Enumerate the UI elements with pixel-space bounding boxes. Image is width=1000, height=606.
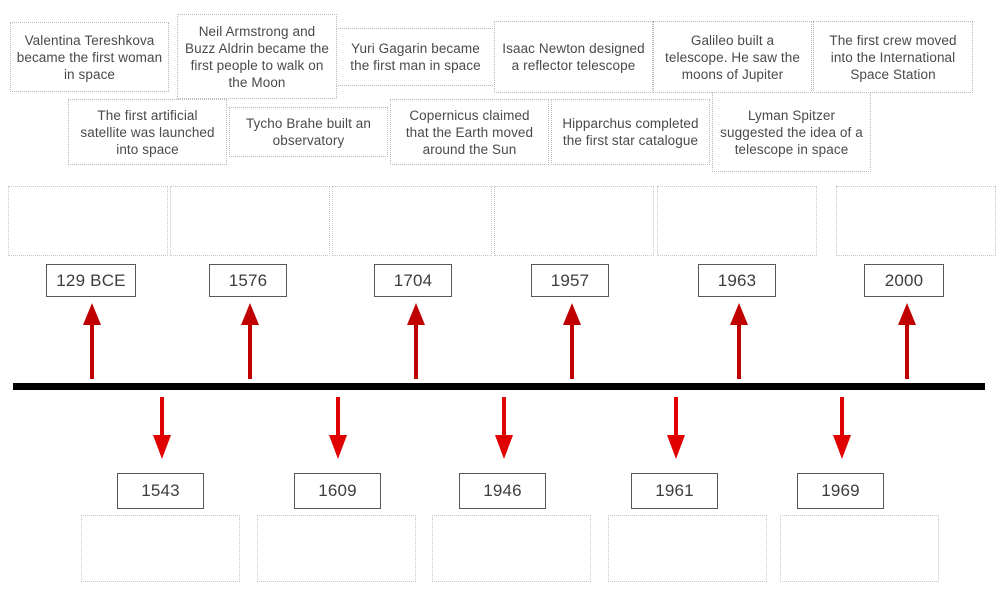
event-card[interactable]: Tycho Brahe built an observatory bbox=[229, 107, 388, 157]
drop-zone-below[interactable] bbox=[780, 515, 939, 582]
down-arrow-icon bbox=[327, 397, 349, 459]
timeline-axis bbox=[13, 383, 985, 390]
date-chip[interactable]: 1543 bbox=[117, 473, 204, 509]
event-card-text: Neil Armstrong and Buzz Aldrin became th… bbox=[184, 23, 330, 90]
event-card-text: Lyman Spitzer suggested the idea of a te… bbox=[720, 107, 863, 157]
date-chip[interactable]: 2000 bbox=[864, 264, 944, 297]
event-card-text: Hipparchus completed the first star cata… bbox=[562, 116, 699, 148]
event-card-text: The first crew moved into the Internatio… bbox=[829, 32, 957, 82]
drop-zone-below[interactable] bbox=[608, 515, 767, 582]
date-chip-label: 1946 bbox=[483, 481, 522, 500]
date-chip-label: 1704 bbox=[393, 270, 433, 290]
drop-zone-below[interactable] bbox=[81, 515, 240, 582]
date-chip[interactable]: 1957 bbox=[531, 264, 609, 297]
event-card-text: Isaac Newton designed a reflector telesc… bbox=[502, 41, 645, 73]
drop-zone-above[interactable] bbox=[170, 186, 330, 256]
date-chip[interactable]: 1969 bbox=[797, 473, 884, 509]
up-arrow-icon bbox=[561, 303, 583, 379]
drop-zone-above[interactable] bbox=[836, 186, 996, 256]
date-chip[interactable]: 1609 bbox=[294, 473, 381, 509]
date-chip[interactable]: 1576 bbox=[209, 264, 287, 297]
event-card[interactable]: The first crew moved into the Internatio… bbox=[813, 21, 973, 93]
up-arrow-icon bbox=[896, 303, 918, 379]
down-arrow-icon bbox=[493, 397, 515, 459]
date-chip-label: 1543 bbox=[141, 481, 180, 500]
date-chip-label: 1957 bbox=[550, 270, 590, 290]
event-card[interactable]: Hipparchus completed the first star cata… bbox=[551, 99, 710, 165]
down-arrow-icon bbox=[151, 397, 173, 459]
event-card-text: Valentina Tereshkova became the first wo… bbox=[16, 32, 163, 82]
event-card-text: The first artificial satellite was launc… bbox=[80, 107, 215, 157]
date-chip[interactable]: 1963 bbox=[698, 264, 776, 297]
event-card-text: Tycho Brahe built an observatory bbox=[245, 116, 372, 148]
event-card-text: Galileo built a telescope. He saw the mo… bbox=[665, 32, 800, 82]
up-arrow-icon bbox=[81, 303, 103, 379]
down-arrow-icon bbox=[831, 397, 853, 459]
date-chip[interactable]: 129 BCE bbox=[46, 264, 136, 297]
drop-zone-below[interactable] bbox=[257, 515, 416, 582]
date-chip-label: 1576 bbox=[228, 270, 268, 290]
event-card[interactable]: Copernicus claimed that the Earth moved … bbox=[390, 99, 549, 165]
date-chip-label: 2000 bbox=[884, 270, 924, 290]
drop-zone-below[interactable] bbox=[432, 515, 591, 582]
event-card-text: Copernicus claimed that the Earth moved … bbox=[405, 107, 534, 157]
event-card[interactable]: The first artificial satellite was launc… bbox=[68, 99, 227, 165]
event-card[interactable]: Yuri Gagarin became the first man in spa… bbox=[336, 28, 495, 86]
up-arrow-icon bbox=[728, 303, 750, 379]
date-chip-label: 1963 bbox=[717, 270, 757, 290]
drop-zone-above[interactable] bbox=[657, 186, 817, 256]
down-arrow-icon bbox=[665, 397, 687, 459]
date-chip-label: 129 BCE bbox=[56, 270, 126, 290]
event-card[interactable]: Neil Armstrong and Buzz Aldrin became th… bbox=[177, 14, 337, 99]
up-arrow-icon bbox=[405, 303, 427, 379]
up-arrow-icon bbox=[239, 303, 261, 379]
event-card-text: Yuri Gagarin became the first man in spa… bbox=[350, 41, 481, 73]
drop-zone-above[interactable] bbox=[332, 186, 492, 256]
event-card[interactable]: Lyman Spitzer suggested the idea of a te… bbox=[712, 92, 871, 172]
date-chip-label: 1969 bbox=[821, 481, 860, 500]
event-card[interactable]: Galileo built a telescope. He saw the mo… bbox=[653, 21, 812, 93]
drop-zone-above[interactable] bbox=[494, 186, 654, 256]
date-chip-label: 1961 bbox=[655, 481, 694, 500]
date-chip[interactable]: 1946 bbox=[459, 473, 546, 509]
event-card[interactable]: Isaac Newton designed a reflector telesc… bbox=[494, 21, 653, 93]
drop-zone-above[interactable] bbox=[8, 186, 168, 256]
date-chip-label: 1609 bbox=[318, 481, 357, 500]
date-chip[interactable]: 1961 bbox=[631, 473, 718, 509]
event-card[interactable]: Valentina Tereshkova became the first wo… bbox=[10, 22, 169, 92]
date-chip[interactable]: 1704 bbox=[374, 264, 452, 297]
